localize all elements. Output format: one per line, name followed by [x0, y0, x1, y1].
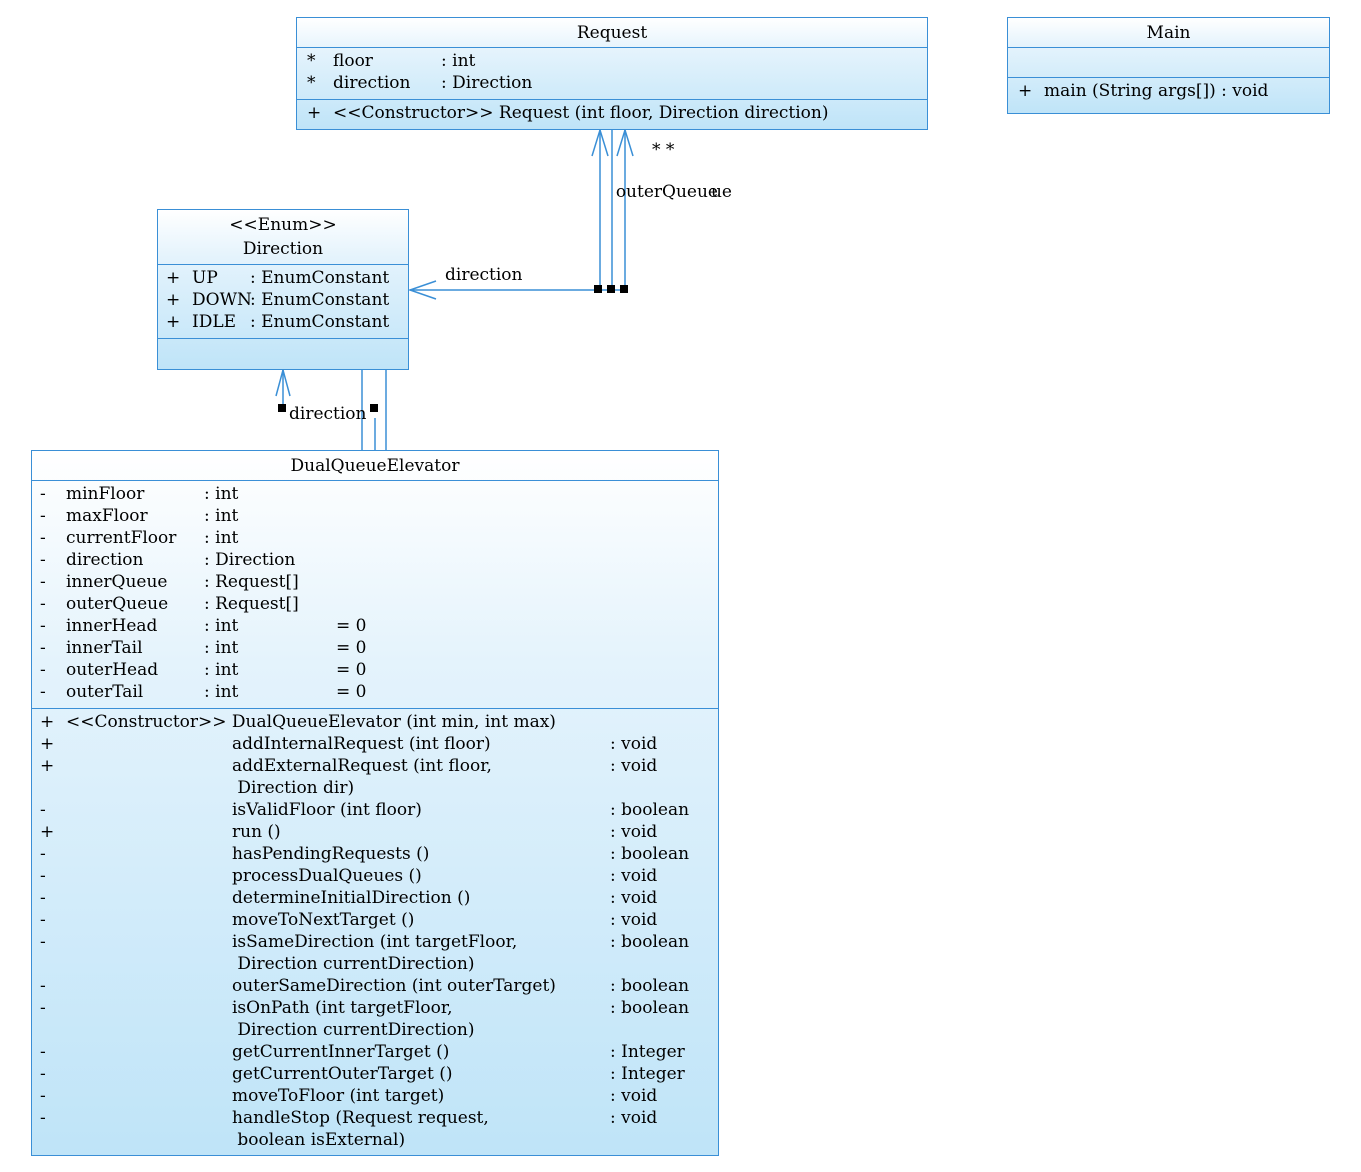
handle [370, 404, 378, 412]
enum-constant-row[interactable]: + IDLE : EnumConstant [166, 312, 390, 332]
constructor-row[interactable]: +<<Constructor>> DualQueueElevator (int … [40, 712, 556, 732]
operation-row[interactable]: -getCurrentInnerTarget (): Integer [40, 1042, 685, 1062]
attribute-row[interactable]: -minFloor: int [40, 484, 239, 504]
operation-row[interactable]: -determineInitialDirection (): void [40, 888, 658, 908]
operation-row[interactable]: +addInternalRequest (int floor): void [40, 734, 658, 754]
operation-row[interactable]: -moveToNextTarget (): void [40, 910, 658, 930]
operations-section: +<<Constructor>> DualQueueElevator (int … [32, 709, 718, 1153]
operation-row[interactable]: + <<Constructor>> Request (int floor, Di… [307, 103, 829, 123]
enum-direction[interactable]: <<Enum>> Direction + UP : EnumConstant +… [157, 209, 409, 370]
operations-section: + main (String args[]) : void [1008, 78, 1329, 104]
attributes-section: * floor : int * direction : Direction [297, 48, 927, 100]
enum-constant-row[interactable]: + UP : EnumConstant [166, 268, 390, 288]
attribute-row[interactable]: * direction : Direction [307, 73, 533, 93]
operation-row[interactable]: +addExternalRequest (int floor,: void [40, 756, 658, 776]
handle [278, 404, 286, 412]
attributes-section: + UP : EnumConstant + DOWN : EnumConstan… [158, 265, 408, 339]
handle [607, 285, 615, 293]
attribute-row[interactable]: * floor : int [307, 51, 476, 71]
attribute-row[interactable]: -innerQueue: Request[] [40, 572, 299, 592]
attribute-row[interactable]: -innerTail: int= 0 [40, 638, 367, 658]
attribute-row[interactable]: -currentFloor: int [40, 528, 239, 548]
multiplicity-label: * * [652, 140, 675, 160]
operation-row[interactable]: boolean isExternal) [232, 1130, 406, 1150]
class-name: Main [1008, 18, 1329, 48]
class-name: Request [297, 18, 927, 48]
operation-row[interactable]: -processDualQueues (): void [40, 866, 658, 886]
role-label-direction: direction [445, 265, 523, 285]
enum-constant-row[interactable]: + DOWN : EnumConstant [166, 290, 390, 310]
operation-row[interactable]: Direction dir) [232, 778, 355, 798]
arrowhead-up-3 [616, 127, 634, 157]
handle [620, 285, 628, 293]
operation-row[interactable]: Direction currentDirection) [232, 1020, 475, 1040]
operation-row[interactable]: -isValidFloor (int floor): boolean [40, 800, 690, 820]
stereotype-label: <<Enum>> [229, 215, 337, 235]
class-header: <<Enum>> Direction [158, 210, 408, 265]
operations-section: + <<Constructor>> Request (int floor, Di… [297, 100, 927, 126]
operation-row[interactable]: -isOnPath (int targetFloor,: boolean [40, 998, 690, 1018]
class-main[interactable]: Main + main (String args[]) : void [1007, 17, 1330, 114]
arrowhead-up-direction [275, 367, 291, 397]
class-request[interactable]: Request * floor : int * direction : Dire… [296, 17, 928, 130]
operation-row[interactable]: + main (String args[]) : void [1018, 81, 1269, 101]
class-name: Direction [242, 239, 324, 259]
role-label-outer-queue: outerQueueue [615, 182, 732, 202]
attribute-row[interactable]: -outerQueue: Request[] [40, 594, 299, 614]
operation-row[interactable]: -isSameDirection (int targetFloor,: bool… [40, 932, 690, 952]
operation-row[interactable]: -hasPendingRequests (): boolean [40, 844, 690, 864]
operation-row[interactable]: Direction currentDirection) [232, 954, 475, 974]
operation-row[interactable]: -getCurrentOuterTarget (): Integer [40, 1064, 685, 1084]
attribute-row[interactable]: -innerHead: int= 0 [40, 616, 367, 636]
class-dual-queue-elevator[interactable]: DualQueueElevator -minFloor: int-maxFloo… [31, 450, 719, 1156]
operation-row[interactable]: +run (): void [40, 822, 658, 842]
attributes-section [1008, 48, 1329, 78]
attributes-section: -minFloor: int-maxFloor: int-currentFloo… [32, 481, 718, 709]
handle [594, 285, 602, 293]
arrowhead-left [407, 280, 437, 300]
operation-row[interactable]: -handleStop (Request request,: void [40, 1108, 658, 1128]
operation-row[interactable]: -moveToFloor (int target): void [40, 1086, 658, 1106]
attribute-row[interactable]: -outerHead: int= 0 [40, 660, 367, 680]
attribute-row[interactable]: -direction: Direction [40, 550, 296, 570]
class-name: DualQueueElevator [32, 451, 718, 481]
arrowhead-up-1 [591, 127, 609, 157]
attribute-row[interactable]: -outerTail: int= 0 [40, 682, 367, 702]
attribute-row[interactable]: -maxFloor: int [40, 506, 239, 526]
role-label-direction-bottom: direction [289, 404, 367, 424]
operation-row[interactable]: -outerSameDirection (int outerTarget): b… [40, 976, 690, 996]
